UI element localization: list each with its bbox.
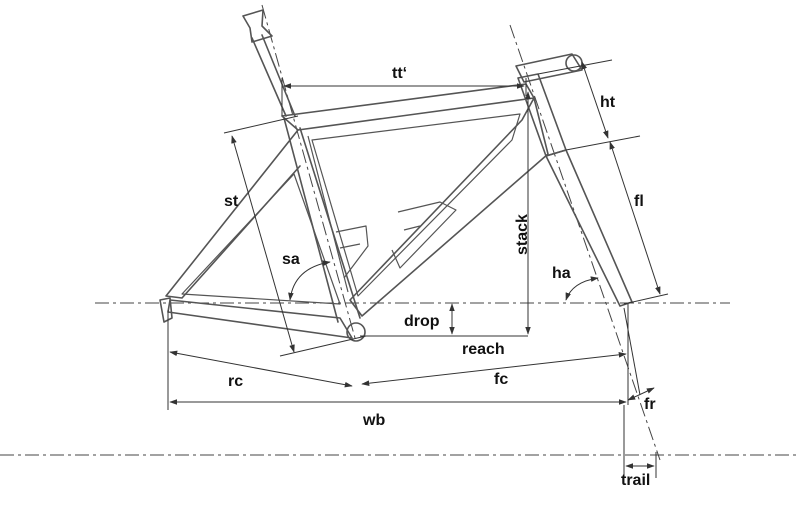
label-tt: tt‘ — [392, 65, 407, 82]
main-triangle-inner — [311, 113, 521, 297]
rear-dropout — [159, 297, 173, 323]
dimension-labels: tt‘ ht st stack fl sa ha drop reach rc f… — [224, 65, 656, 489]
seat-tube-inner — [307, 135, 349, 293]
extension-lines — [167, 59, 669, 478]
chain-stay — [167, 299, 353, 339]
seatpost — [251, 34, 296, 117]
label-ha: ha — [552, 265, 571, 282]
seat-tube — [283, 117, 361, 323]
seat-tube-axis — [261, 4, 356, 339]
dimension-lines — [169, 61, 661, 469]
bottle-cage-down-tube — [391, 201, 457, 269]
fc-dim — [361, 352, 627, 386]
label-rc: rc — [228, 373, 243, 390]
label-trail: trail — [621, 472, 650, 489]
fl-bottom-ext — [623, 293, 669, 305]
st-dim — [231, 135, 295, 353]
seat-stay — [165, 129, 301, 299]
label-sa: sa — [282, 251, 300, 268]
fork — [545, 149, 633, 307]
label-reach: reach — [462, 341, 505, 358]
fr-dim — [627, 387, 655, 401]
label-ht: ht — [600, 94, 616, 111]
ht-dim — [581, 61, 609, 139]
label-drop: drop — [404, 313, 440, 330]
label-stack: stack — [514, 214, 531, 255]
bottom-bracket — [346, 322, 366, 342]
st-top-ext — [223, 115, 299, 134]
fr-ext — [623, 307, 641, 396]
label-st: st — [224, 193, 239, 210]
rc-dim — [169, 350, 353, 388]
down-tube — [349, 97, 549, 317]
label-fr: fr — [644, 396, 656, 413]
label-fc: fc — [494, 371, 508, 388]
fl-dim — [609, 141, 661, 295]
label-fl: fl — [634, 193, 644, 210]
seatpost-clamp — [242, 9, 273, 43]
bottle-cage-seat-tube — [335, 225, 369, 279]
steering-axis — [509, 24, 661, 461]
bike-frame — [159, 9, 633, 342]
ha-arc — [565, 276, 599, 301]
label-wb: wb — [362, 412, 385, 429]
sa-arc — [288, 260, 331, 301]
top-tube — [281, 83, 535, 131]
st-bottom-ext — [279, 335, 367, 357]
ht-bottom-ext — [565, 135, 641, 151]
